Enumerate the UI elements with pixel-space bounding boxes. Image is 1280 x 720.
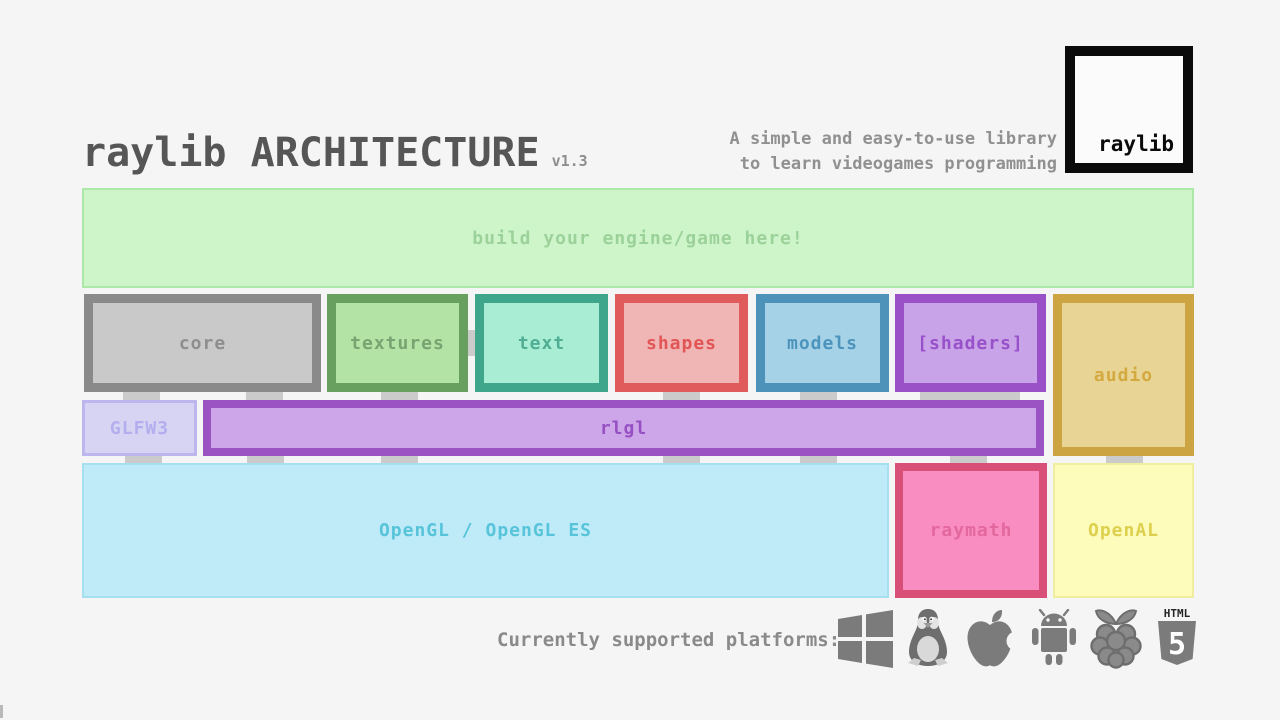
logo-text: raylib bbox=[1098, 132, 1174, 156]
module-textures-label: textures bbox=[350, 332, 445, 354]
module-shapes-label: shapes bbox=[645, 332, 718, 354]
opengl-label: OpenGL / OpenGL ES bbox=[378, 520, 593, 541]
module-shaders: [shaders] bbox=[895, 294, 1046, 392]
module-textures: textures bbox=[327, 294, 468, 392]
module-core-label: core bbox=[178, 332, 227, 354]
engine-box: build your engine/game here! bbox=[82, 188, 1194, 288]
tagline-line1: A simple and easy-to-use library bbox=[729, 129, 1057, 149]
page-title: raylib ARCHITECTURE v1.3 bbox=[82, 130, 588, 176]
module-models-label: models bbox=[786, 332, 859, 354]
apple-icon bbox=[962, 607, 1018, 669]
module-models: models bbox=[756, 294, 889, 392]
raymath-box: raymath bbox=[895, 463, 1047, 598]
linux-icon bbox=[905, 608, 951, 668]
glfw3-label: GLFW3 bbox=[109, 417, 170, 439]
raylib-logo: raylib bbox=[1065, 46, 1193, 173]
module-audio-label: audio bbox=[1093, 364, 1154, 386]
version-label: v1.3 bbox=[551, 152, 588, 170]
module-audio: audio bbox=[1053, 294, 1194, 456]
platforms-label: Currently supported platforms: bbox=[497, 629, 841, 651]
raymath-label: raymath bbox=[929, 520, 1013, 541]
html5-badge-top: HTML bbox=[1164, 607, 1191, 620]
rlgl-box: rlgl bbox=[203, 400, 1044, 456]
module-text-label: text bbox=[517, 332, 566, 354]
raspberry-pi-icon bbox=[1090, 607, 1142, 669]
windows-icon bbox=[836, 608, 894, 668]
platform-icons: HTML 5 bbox=[836, 602, 1201, 674]
tagline: A simple and easy-to-use library to lear… bbox=[729, 127, 1057, 177]
module-shaders-label: [shaders] bbox=[917, 332, 1024, 354]
openal-label: OpenAL bbox=[1087, 520, 1160, 541]
html5-icon: HTML 5 bbox=[1153, 606, 1201, 670]
openal-box: OpenAL bbox=[1053, 463, 1194, 598]
module-core: core bbox=[84, 294, 321, 392]
engine-box-label: build your engine/game here! bbox=[472, 227, 804, 249]
android-icon bbox=[1029, 609, 1079, 667]
rlgl-label: rlgl bbox=[599, 417, 648, 439]
module-shapes: shapes bbox=[615, 294, 748, 392]
html5-badge-number: 5 bbox=[1168, 627, 1186, 662]
title-text: raylib ARCHITECTURE bbox=[82, 130, 540, 176]
tagline-line2: to learn videogames programming bbox=[739, 154, 1057, 174]
glfw3-box: GLFW3 bbox=[82, 400, 197, 456]
module-text: text bbox=[475, 294, 608, 392]
opengl-box: OpenGL / OpenGL ES bbox=[82, 463, 889, 598]
edge-artifact bbox=[0, 705, 3, 718]
